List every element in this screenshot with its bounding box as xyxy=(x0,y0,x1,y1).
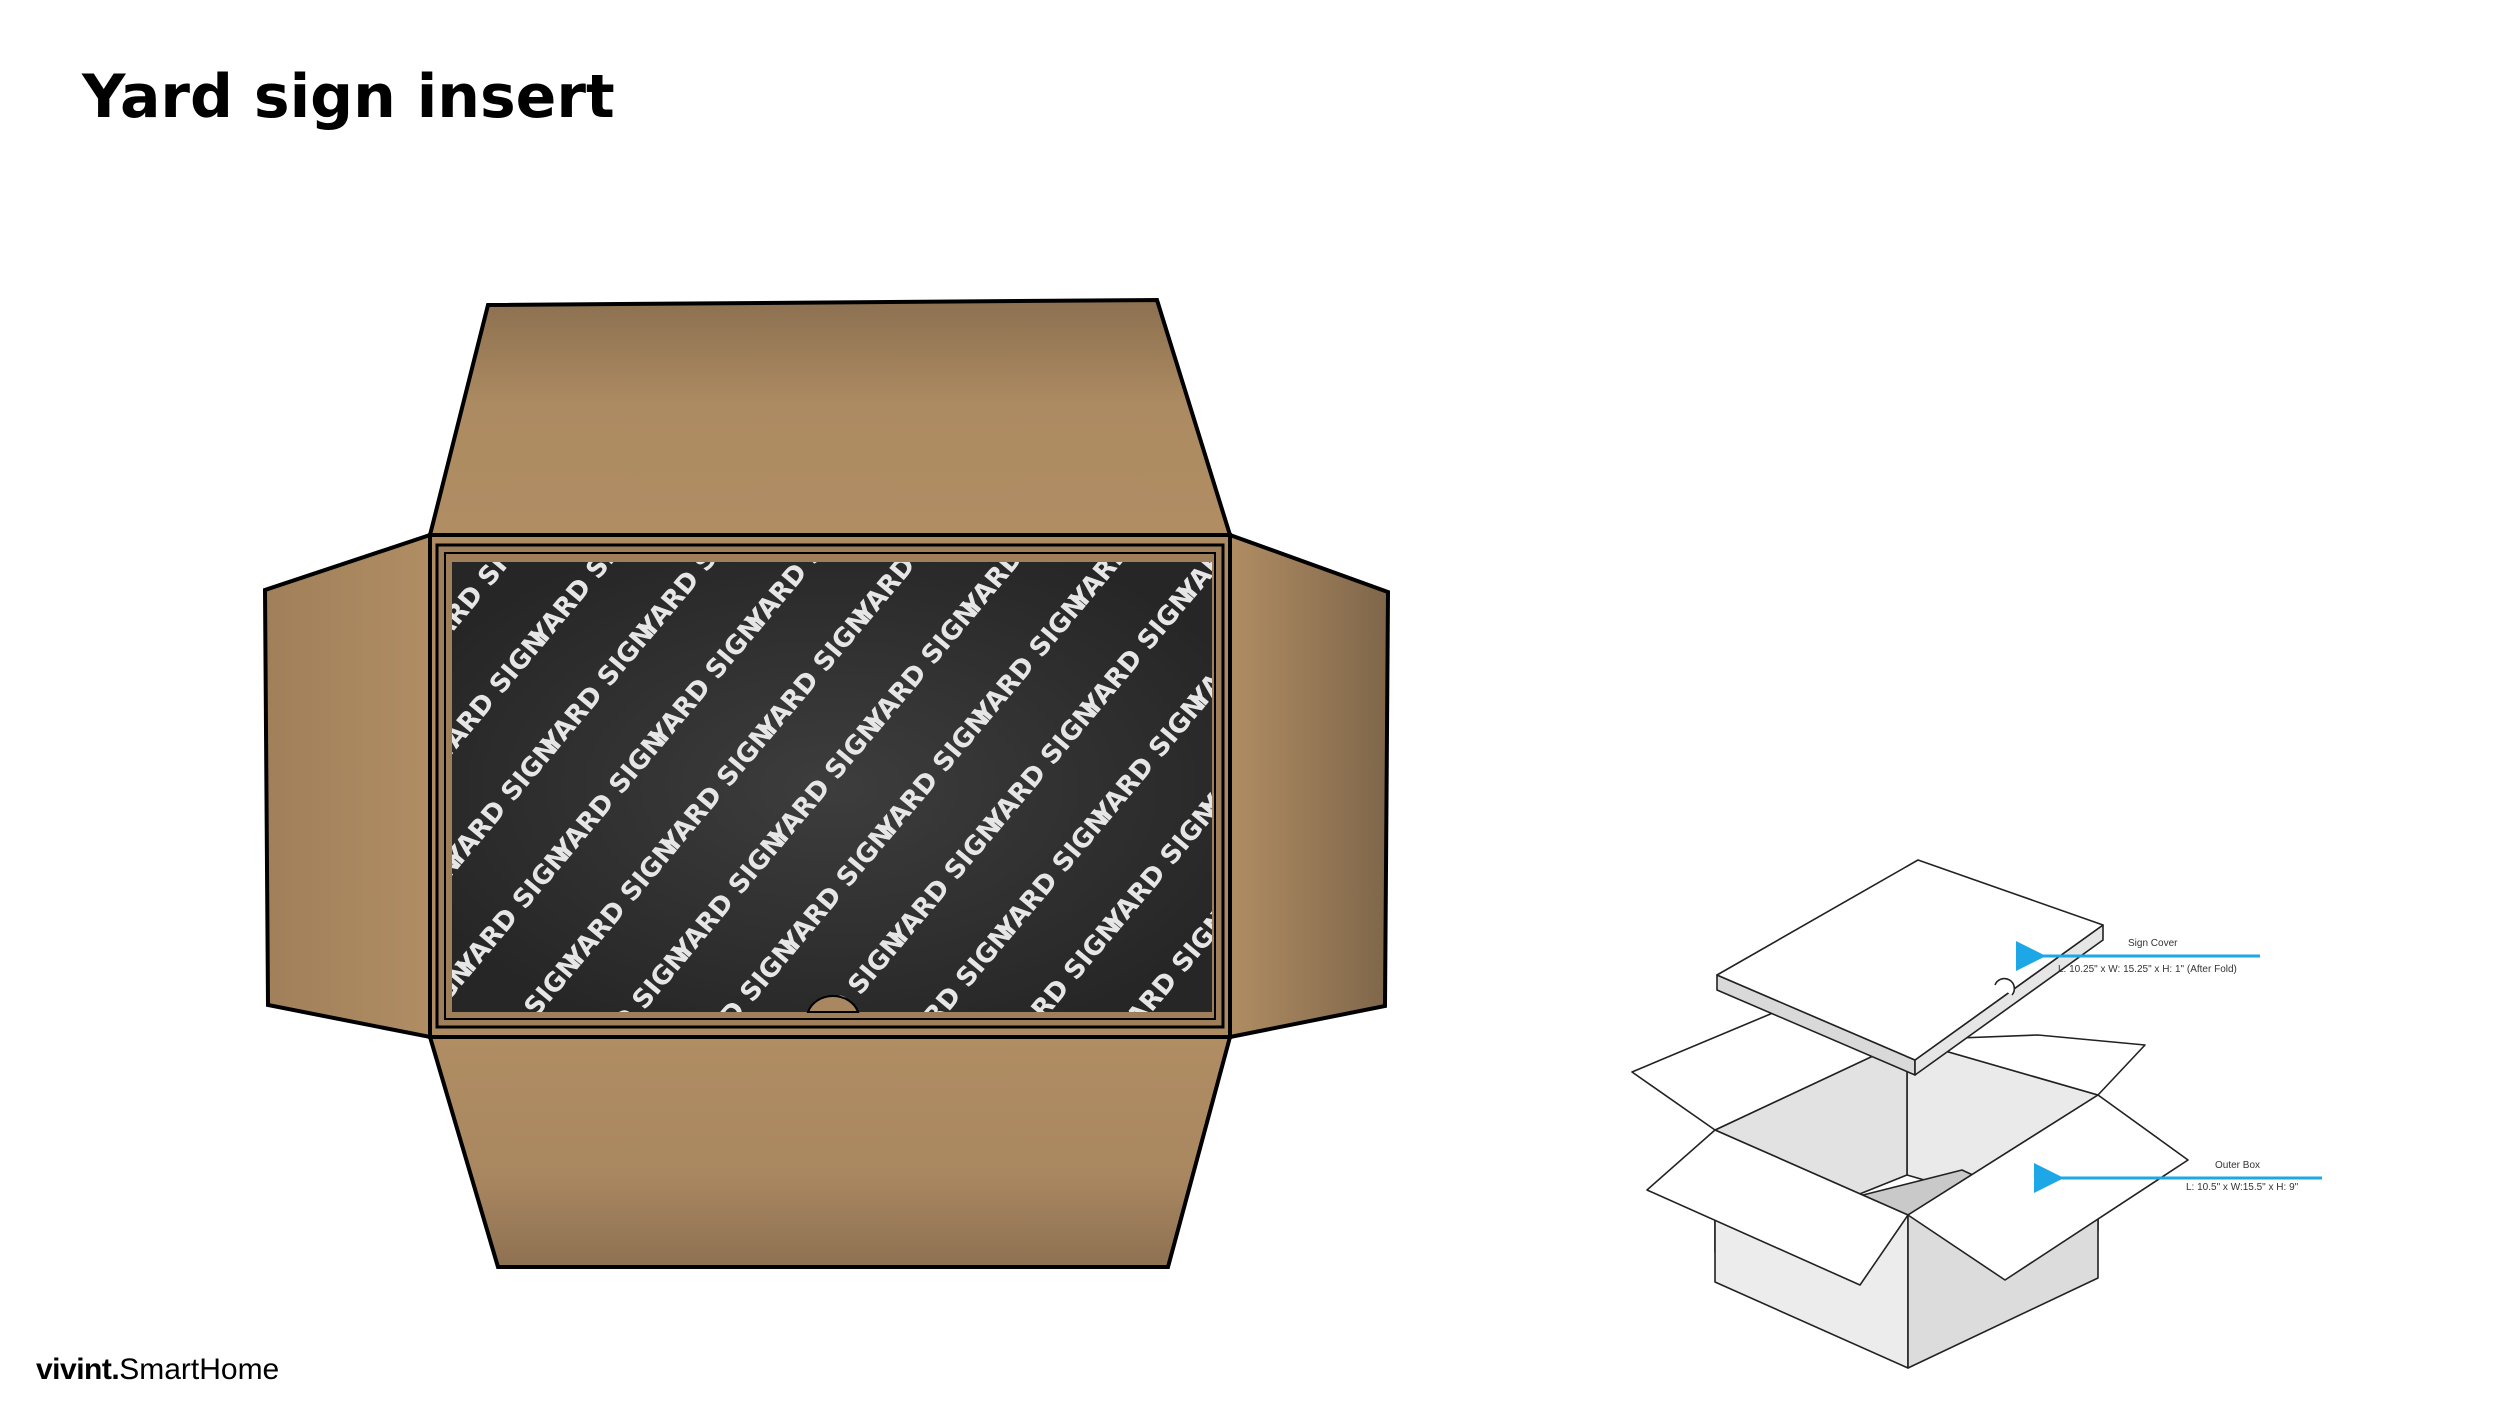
thumb-notch xyxy=(806,995,860,1013)
back-right-flap xyxy=(1906,1034,2146,1096)
front-left-flap xyxy=(1646,1129,1909,1286)
logo-product: SmartHome xyxy=(119,1353,280,1386)
yard-sign-insert xyxy=(452,562,1212,1012)
vivint-smarthome-logo: vivint.SmartHome xyxy=(36,1353,279,1387)
outer-box-label: Outer Box xyxy=(2215,1160,2260,1171)
sign-cover-label: Sign Cover xyxy=(2128,938,2178,949)
page-title: Yard sign insert xyxy=(82,62,615,132)
outer-box-dimensions: L: 10.5" x W:15.5" x H: 9" xyxy=(2186,1182,2299,1193)
logo-brand: vivint. xyxy=(36,1353,120,1386)
sign-cover-dimensions: L: 10.25" x W: 15.25" x H: 1" (After Fol… xyxy=(2058,964,2237,975)
sign-cover xyxy=(1716,859,2104,1061)
